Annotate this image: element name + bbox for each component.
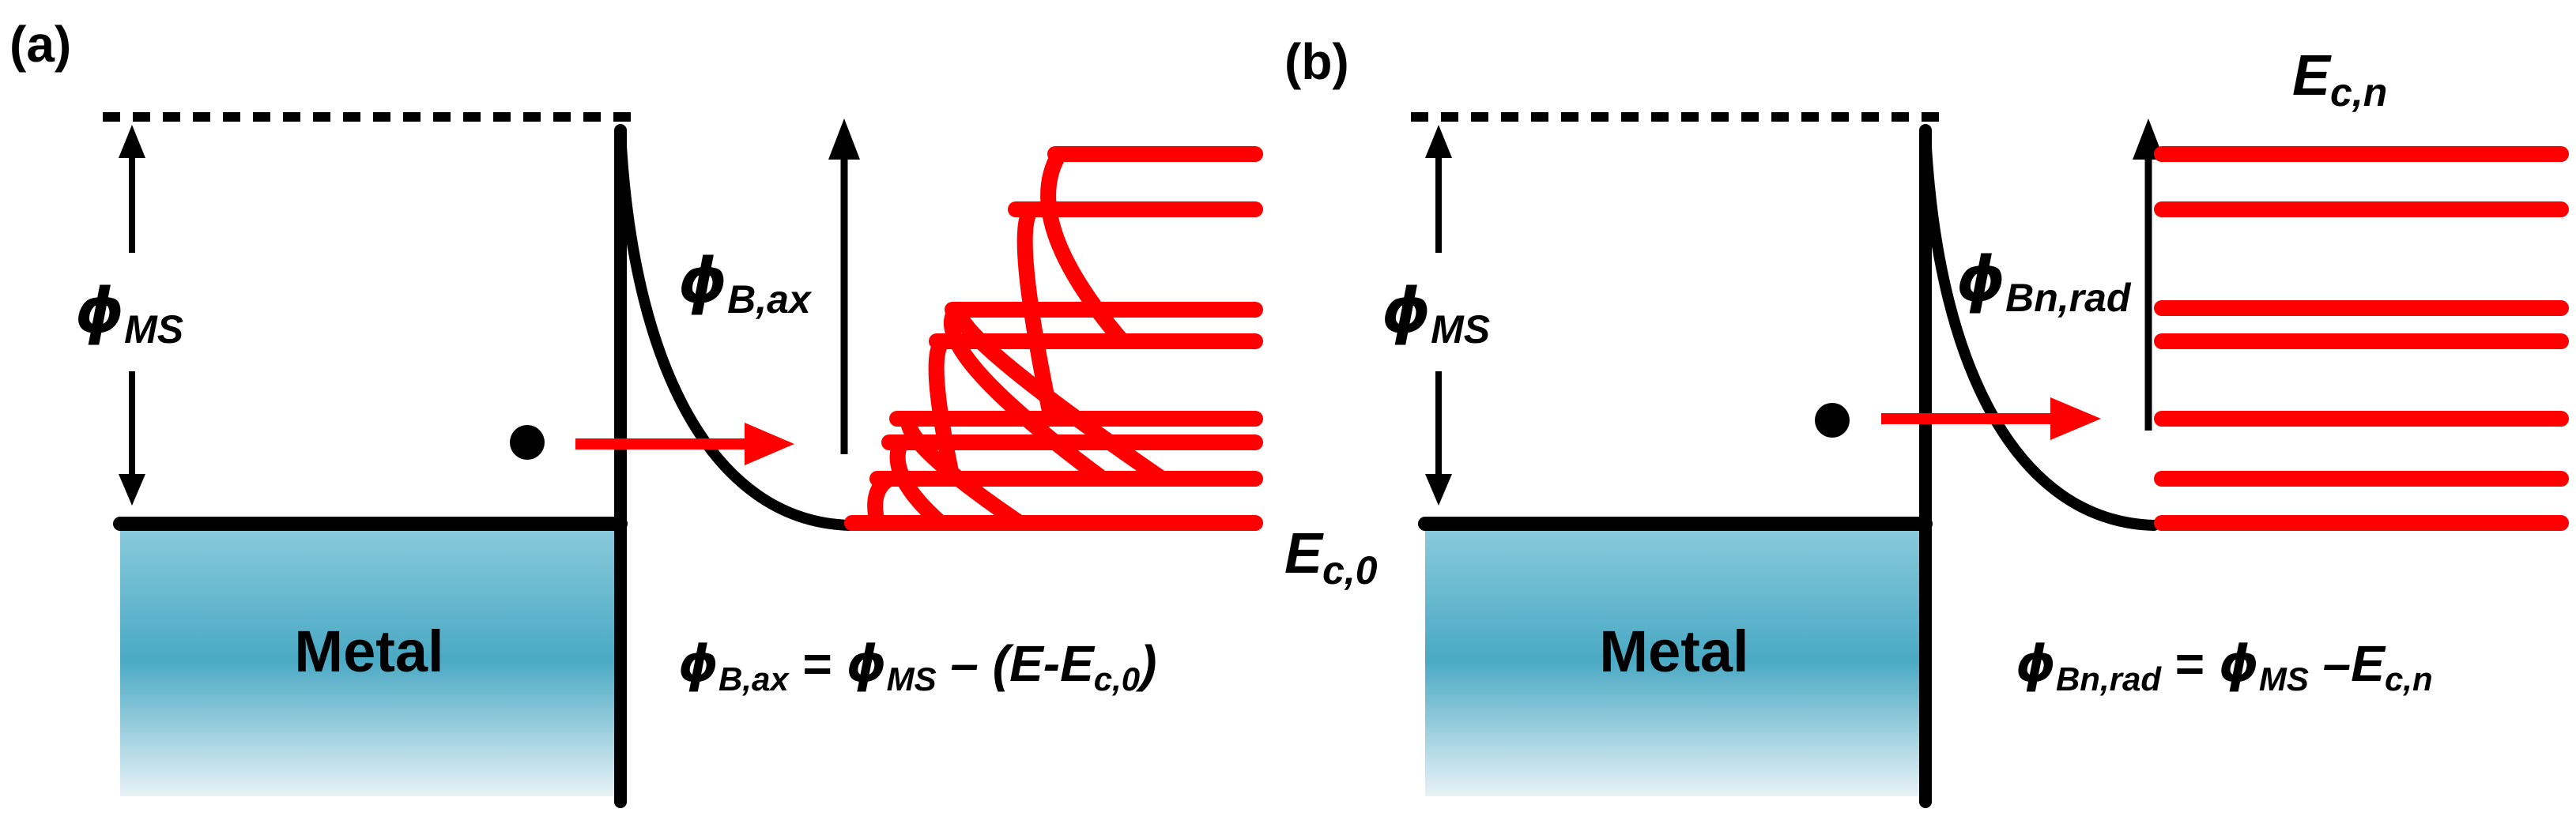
metal-block-a	[120, 524, 618, 796]
band-bending-curve-b	[1920, 127, 2159, 531]
phi-ms-label-a: ϕMS	[75, 276, 183, 352]
metal-label-a: Metal	[294, 619, 443, 684]
ec-label-b: Ec,n	[2292, 44, 2387, 115]
panel-b-tag: (b)	[1284, 33, 1349, 90]
metal-label-b: Metal	[1599, 619, 1748, 684]
panel-a: (a) ϕMS Metal	[9, 16, 1378, 808]
phi-barrier-label-a: ϕB,ax	[678, 246, 813, 322]
band-bending-curve-a	[615, 127, 855, 531]
phi-ms-arrow-b	[1425, 125, 1452, 506]
subband-lines-b	[2154, 146, 2569, 531]
ec-label-a: Ec,0	[1284, 522, 1378, 592]
panel-a-tag: (a)	[9, 16, 71, 73]
transport-arrow-b	[1881, 397, 2101, 440]
phi-barrier-label-b: ϕBn,rad	[1956, 244, 2132, 320]
subband-connectors-a	[867, 146, 1170, 531]
electron-dot-a	[510, 425, 545, 460]
equation-b: ϕBn,rad = ϕMS –Ec,n	[2016, 635, 2433, 698]
metal-block-b	[1425, 524, 1923, 796]
panel-b: (b) Ec,n ϕMS Metal	[1284, 33, 2569, 808]
phi-ms-arrow-a	[119, 125, 145, 506]
equation-a: ϕB,ax = ϕMS – (E-Ec,0)	[678, 635, 1156, 698]
phi-barrier-arrow-a	[828, 118, 860, 454]
transport-arrow-a	[575, 423, 794, 465]
electron-dot-b	[1815, 403, 1850, 438]
phi-ms-label-b: ϕMS	[1382, 276, 1490, 352]
phi-barrier-arrow-b	[2133, 118, 2164, 431]
